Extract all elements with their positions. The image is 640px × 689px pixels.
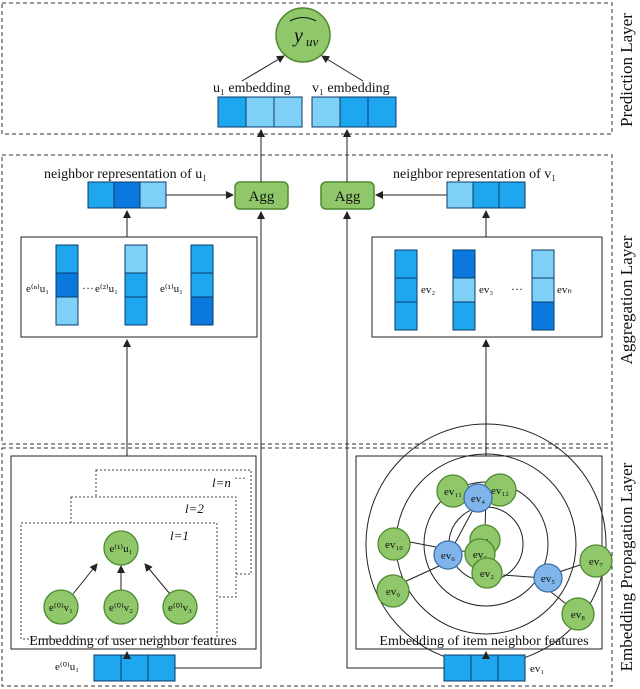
arrow-user-input-to-agg	[175, 211, 265, 669]
item-propagation-caption: Embedding of item neighbor features	[379, 634, 588, 649]
user-propagation-caption: Embedding of user neighbor features	[29, 634, 237, 649]
item-vector-2	[394, 249, 418, 331]
agg-left-label: Agg	[249, 189, 275, 205]
user-vector-label-n: e⁽ⁿ⁾u₁	[26, 283, 49, 295]
graph-node-label: ev₈	[571, 609, 585, 621]
arrow-u-embed-to-output	[241, 55, 285, 82]
u-embedding-label: u₁ embedding	[213, 81, 291, 96]
item-vector-3	[452, 249, 476, 331]
aggregation-layer-box	[1, 154, 613, 445]
v-embedding-vector	[311, 96, 397, 128]
tree-root-node	[103, 530, 139, 566]
item-input-label: ev₁	[530, 663, 544, 675]
neighbor-v-label: neighbor representation of v₁	[393, 167, 556, 182]
aggregation-layer-label: Aggregation Layer	[617, 235, 636, 364]
user-vector-2	[124, 244, 148, 326]
tree-child-label-3: e⁽⁰⁾v₃	[168, 602, 192, 614]
propagation-layer-label: Embedding Propagation Layer	[617, 462, 636, 671]
agg-right-label: Agg	[335, 189, 361, 205]
user-vector-label-2: e⁽²⁾u₁	[95, 283, 118, 295]
layer-n-dots: ···	[234, 471, 246, 485]
prediction-layer-label: Prediction Layer	[617, 13, 636, 127]
graph-node-label: ev₂	[480, 568, 494, 580]
tree-root-label: e⁽¹⁾u₁	[110, 543, 133, 555]
arrow-v-embed-to-output	[321, 55, 364, 82]
neighbor-u-label: neighbor representation of u₁	[44, 167, 207, 182]
user-tree: e⁽¹⁾u₁ e⁽⁰⁾v₁ e⁽⁰⁾v₂ e⁽⁰⁾v₃	[43, 530, 198, 625]
graph-node-label: ev₁₂	[491, 485, 509, 497]
agg-node-left: Agg	[234, 181, 289, 210]
agg-node-right: Agg	[320, 181, 375, 210]
user-vectors-ellipsis: ···	[82, 281, 94, 295]
output-symbol-base: y	[292, 25, 303, 47]
item-vector-label-3: ev₃	[479, 284, 493, 296]
prediction-layer-box	[1, 2, 613, 135]
user-vector-n	[55, 244, 79, 326]
tree-child-node	[43, 589, 79, 625]
tree-child-node	[162, 589, 198, 625]
graph-node-label: ev₉	[386, 586, 400, 598]
graph-node-label: ev₅	[541, 573, 555, 585]
layer-n-label: l=n	[212, 475, 231, 490]
item-vector-n	[531, 249, 555, 331]
item-input-vector	[443, 654, 526, 682]
v-embedding-label: v₁ embedding	[312, 81, 390, 96]
graph-node-label: ev₇	[589, 556, 603, 568]
graph-node-label: ev₁₀	[385, 539, 403, 551]
item-graph: ev₁₁ ev₁₂ ev₁₀ ev₁ ev₃ ev₂ ev₇ ev₉ ev₈ e…	[365, 423, 613, 665]
neighbor-u-vector	[87, 181, 167, 209]
layer-2-label: l=2	[185, 501, 204, 516]
layer-1-label: l=1	[170, 528, 189, 543]
neighbor-v-vector	[446, 181, 526, 209]
tree-child-node	[103, 589, 139, 625]
user-vector-label-1: e⁽¹⁾u₁	[160, 283, 183, 295]
graph-node-label: ev₄	[471, 493, 485, 505]
graph-node-label: ev₁₁	[444, 486, 462, 498]
prediction-output-node: y uv	[275, 7, 331, 63]
item-vector-label-n: evₙ	[557, 284, 572, 296]
output-symbol-sub: uv	[306, 34, 319, 49]
propagation-layer-box	[1, 447, 613, 687]
item-vector-label-2: ev₂	[421, 284, 435, 296]
tree-child-label-1: e⁽⁰⁾v₁	[49, 602, 73, 614]
arrow-item-input-to-agg	[343, 211, 444, 669]
graph-node-label: ev₆	[441, 550, 455, 562]
user-input-vector	[93, 654, 176, 682]
u-embedding-vector	[217, 96, 303, 128]
tree-child-label-2: e⁽⁰⁾v₂	[109, 602, 133, 614]
user-vector-1	[190, 244, 214, 326]
item-vectors-ellipsis: ···	[511, 282, 523, 296]
user-input-label: e⁽⁰⁾u₁	[55, 661, 79, 673]
